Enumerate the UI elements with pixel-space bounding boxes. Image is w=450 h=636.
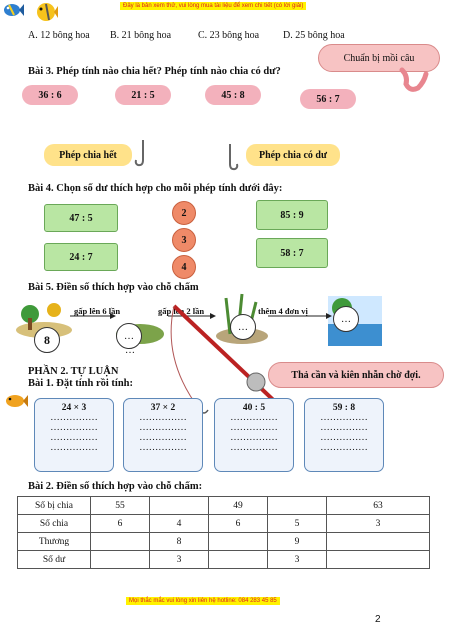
bai4-right-2[interactable]: 58 : 7	[256, 238, 328, 268]
blank-node-1-below: …	[125, 345, 135, 356]
option-c: C. 23 bông hoa	[198, 30, 260, 41]
table-row: Số chia 6 4 6 5 3	[17, 514, 430, 533]
worm-4[interactable]: 56 : 7	[300, 89, 356, 109]
bai4-left-1[interactable]: 47 : 5	[44, 204, 118, 232]
worm-1[interactable]: 36 : 6	[22, 85, 78, 105]
bai4-left-2[interactable]: 24 : 7	[44, 243, 118, 271]
remainder-2[interactable]: 2	[172, 201, 196, 225]
hook-icon-right	[222, 142, 240, 179]
calc-expr-3: 40 : 5	[242, 403, 266, 413]
calc-expr-4: 59 : 8	[332, 403, 356, 413]
bai3-title: Bài 3. Phép tính nào chia hết? Phép tính…	[28, 66, 281, 77]
phan2-title: PHẦN 2. TỰ LUẬN	[28, 366, 119, 377]
calc-box-4[interactable]: 59 : 8 ……………………………………………………	[304, 398, 384, 472]
bai1-title: Bài 1. Đặt tính rồi tính:	[28, 378, 134, 389]
bai2-table: Số bị chia 55 49 63 Số chia 6 4 6 5 3 Th…	[17, 496, 430, 569]
step-3-label: thêm 4 đơn vị	[258, 306, 308, 316]
remainder-3[interactable]: 3	[172, 228, 196, 252]
option-b: B. 21 bông hoa	[110, 30, 172, 41]
calc-box-1[interactable]: 24 × 3 ……………………………………………………	[34, 398, 114, 472]
patience-bubble: Thả cần và kiên nhẫn chờ đợi.	[268, 362, 444, 388]
calc-box-2[interactable]: 37 × 2 ……………………………………………………	[123, 398, 203, 472]
worm-2[interactable]: 21 : 5	[115, 85, 171, 105]
fish-icon-right	[34, 1, 58, 28]
remainder-4[interactable]: 4	[172, 255, 196, 279]
page-number: 2	[375, 614, 381, 625]
fish-icon-left	[2, 2, 24, 23]
step-1-label: gấp lên 6 lần	[74, 306, 121, 316]
blank-node-2[interactable]: …	[230, 314, 256, 340]
worm-icon	[398, 66, 430, 99]
fish-icon-small	[4, 392, 28, 415]
option-a: A. 12 bông hoa	[28, 30, 90, 41]
fishing-rod-icon	[170, 304, 288, 414]
table-row: Thương 8 9	[17, 532, 430, 551]
hook-remainder-label[interactable]: Phép chia có dư	[246, 144, 340, 166]
bai4-title: Bài 4. Chọn số dư thích hợp cho mỗi phép…	[28, 183, 283, 194]
bait-bubble: Chuẩn bị mồi câu	[318, 44, 440, 72]
hook-icon-left	[133, 138, 151, 175]
calc-box-3[interactable]: 40 : 5 ……………………………………………………	[214, 398, 294, 472]
blank-node-1[interactable]: …	[116, 323, 142, 349]
option-d: D. 25 bông hoa	[283, 30, 345, 41]
hotline-banner: Mọi thắc mắc vui lòng xin liên hệ hotlin…	[126, 597, 280, 605]
calc-expr-2: 37 × 2	[150, 403, 176, 413]
hook-exact-label[interactable]: Phép chia hết	[44, 144, 132, 166]
table-row: Số bị chia 55 49 63	[17, 496, 430, 515]
blank-node-3[interactable]: …	[333, 306, 359, 332]
table-row: Số dư 3 3	[17, 550, 430, 569]
preview-banner: Đây là bản xem thử, vui lòng mua tài liệ…	[120, 2, 307, 10]
calc-expr-1: 24 × 3	[61, 403, 87, 413]
bai4-right-1[interactable]: 85 : 9	[256, 200, 328, 230]
worm-3[interactable]: 45 : 8	[205, 85, 261, 105]
bai2-title: Bài 2. Điền số thích hợp vào chỗ chấm:	[28, 481, 203, 492]
bai5-title: Bài 5. Điền số thích hợp vào chỗ chấm	[28, 282, 199, 293]
start-node: 8	[34, 327, 60, 353]
